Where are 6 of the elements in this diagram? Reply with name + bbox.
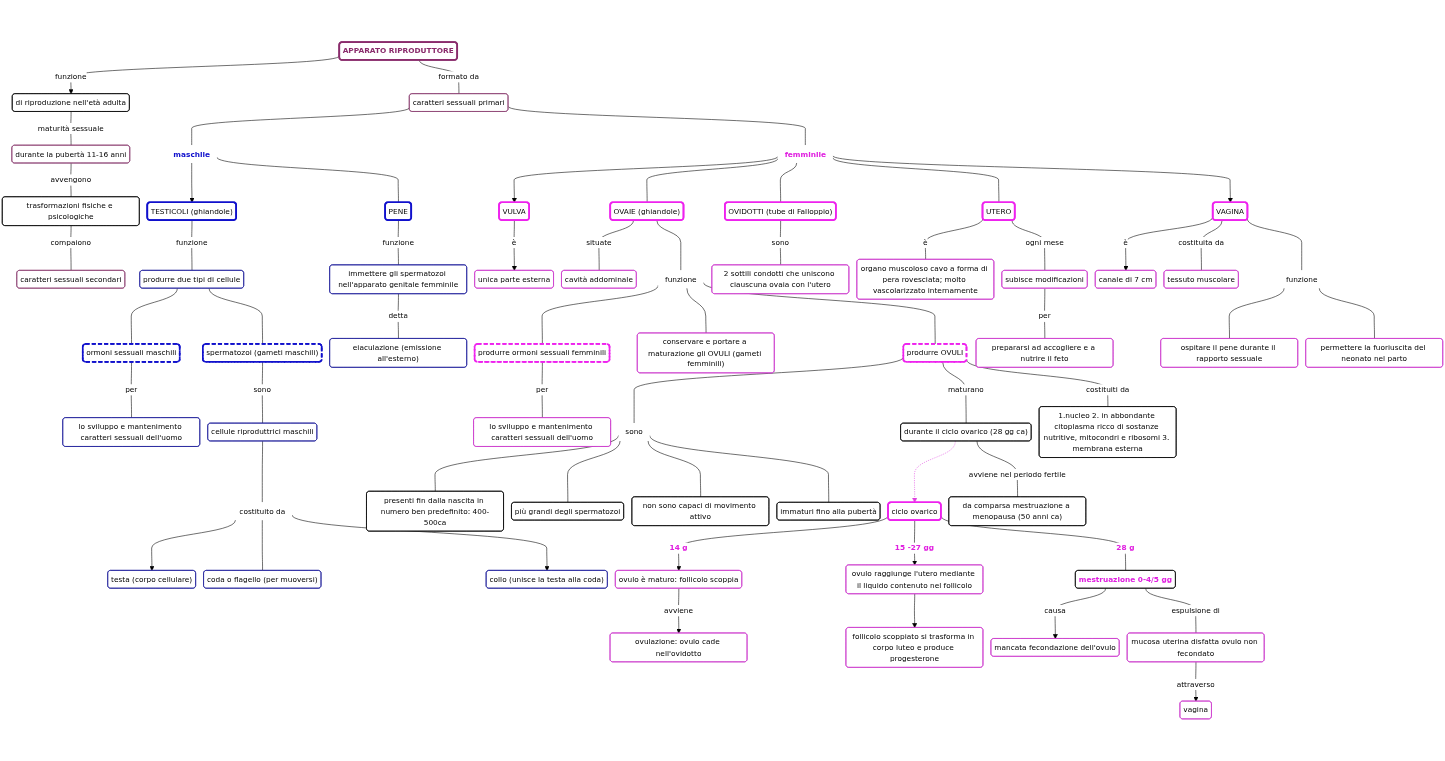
connector <box>649 435 830 503</box>
connector <box>966 359 1109 408</box>
connector <box>567 440 621 503</box>
connector <box>434 435 619 492</box>
connector <box>647 440 701 498</box>
connector <box>940 515 1126 571</box>
